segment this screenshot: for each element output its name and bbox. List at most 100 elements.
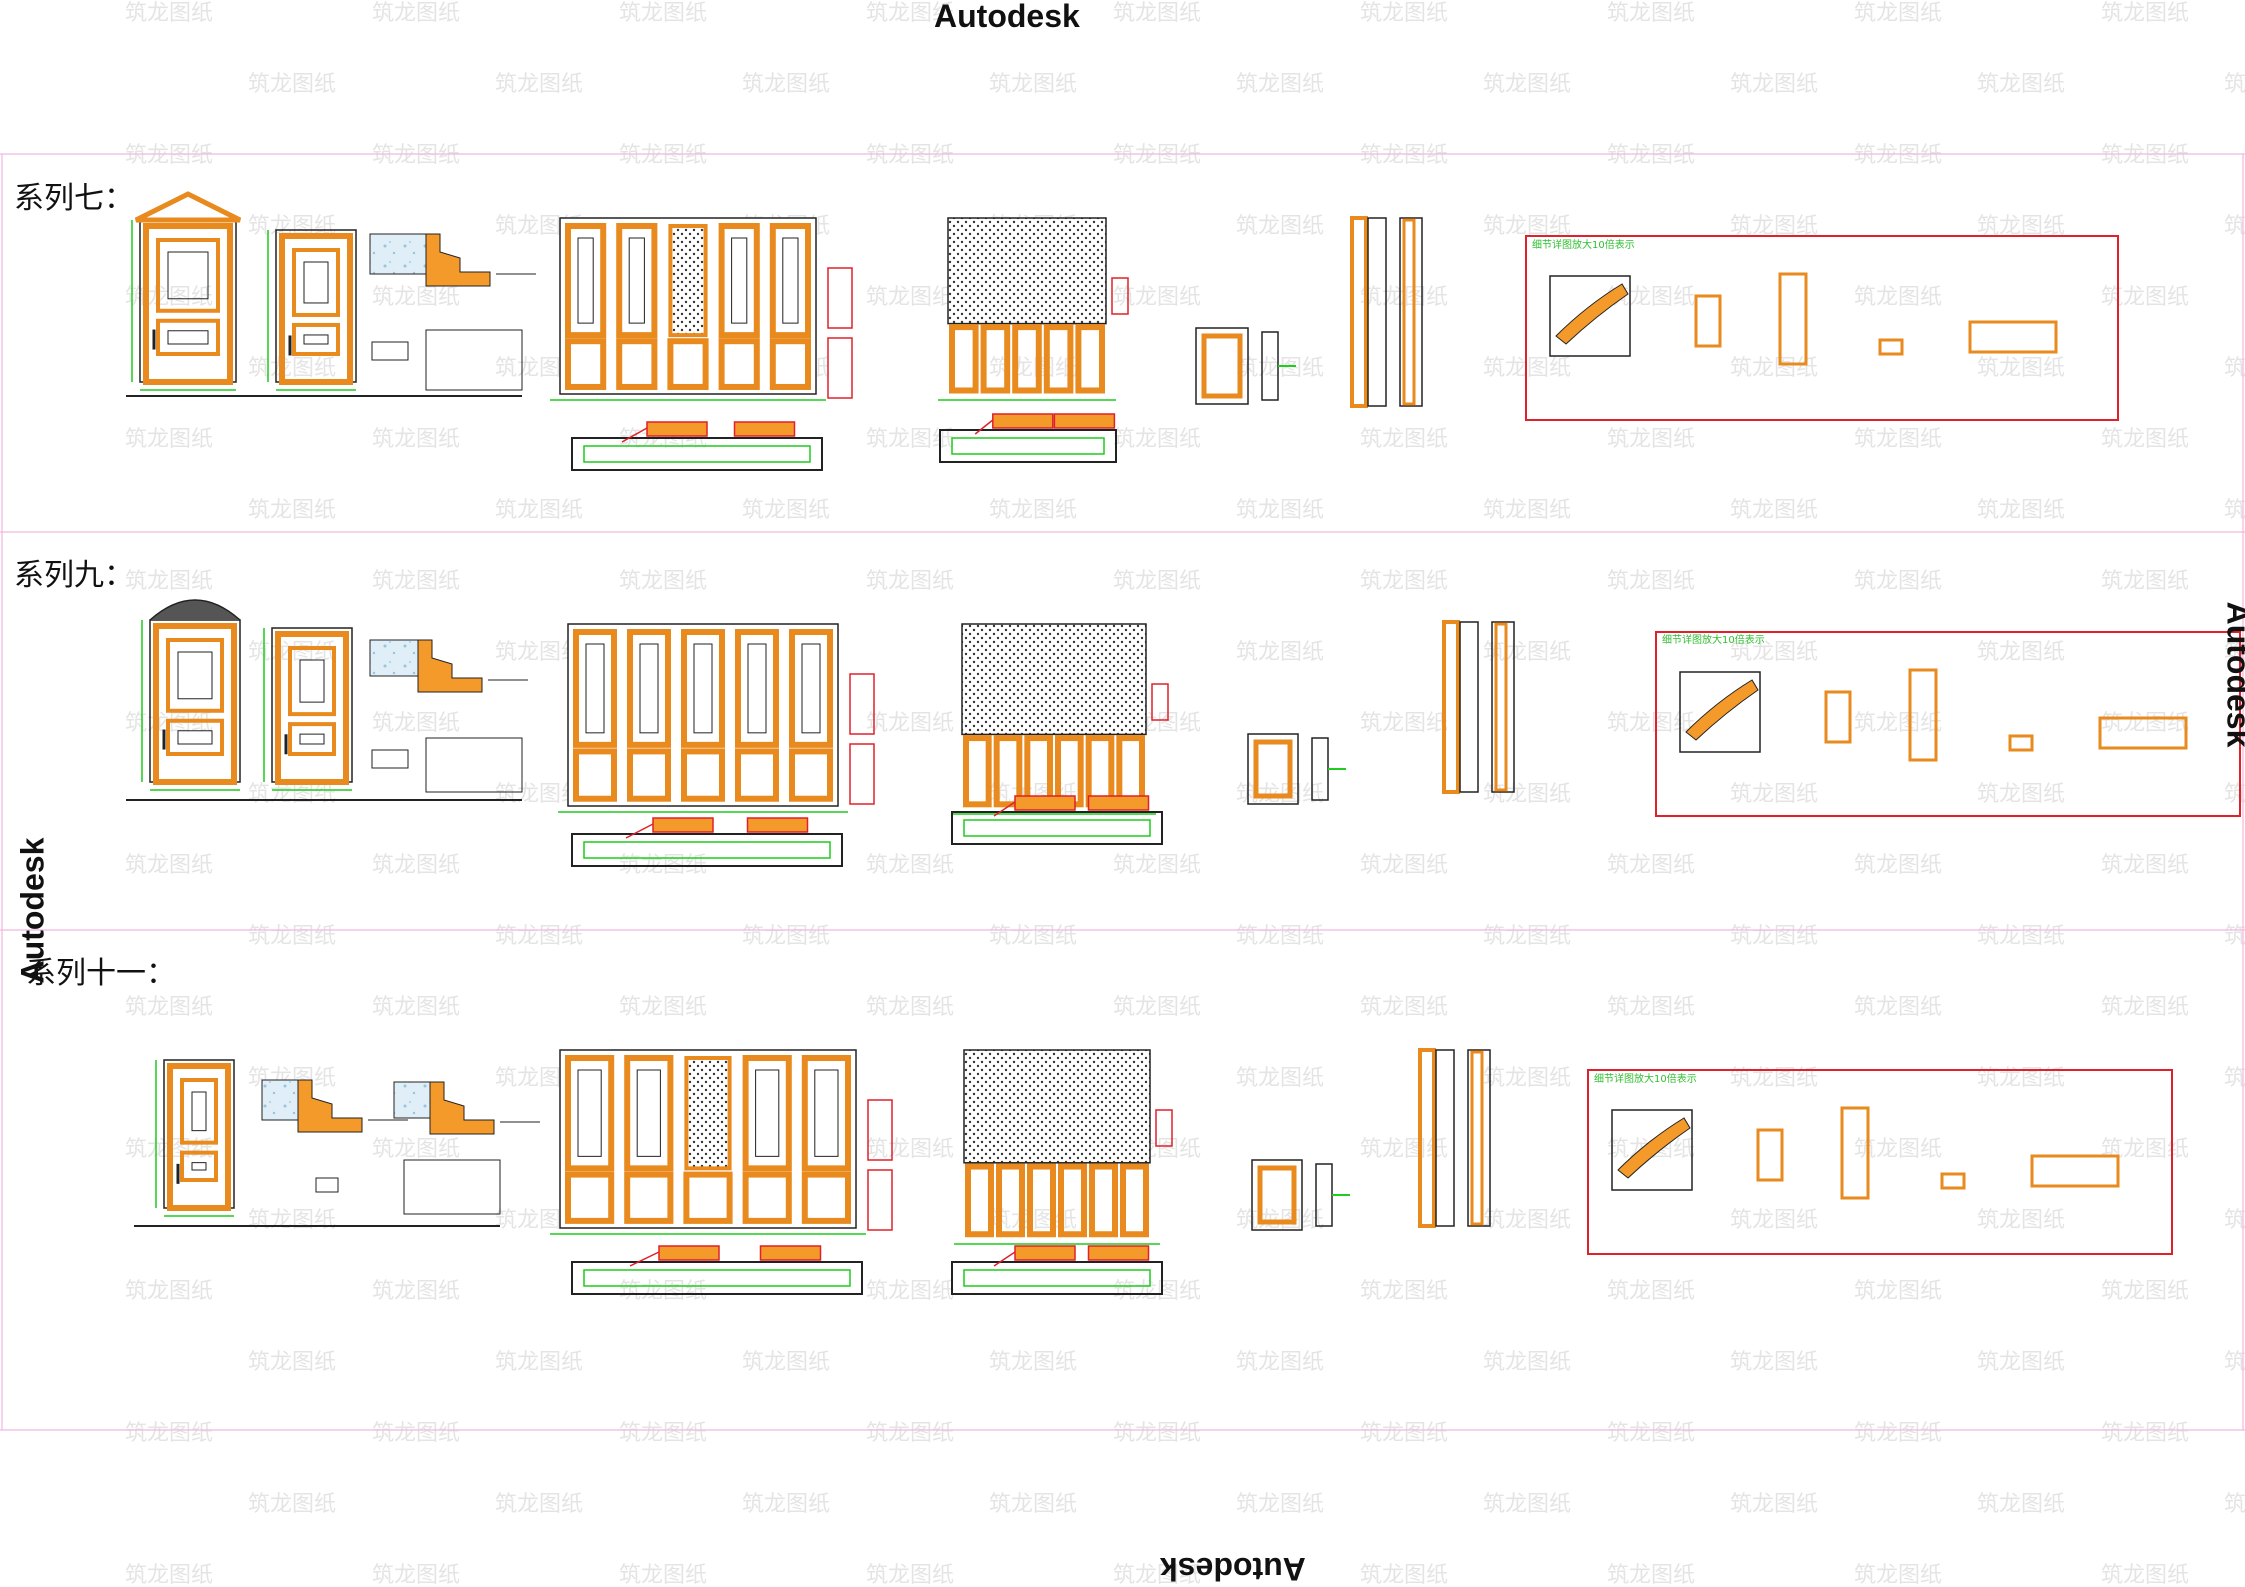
detail-profile <box>1694 294 1722 348</box>
wainscot-panel <box>1116 735 1146 808</box>
wall-upper-panel <box>565 1055 615 1172</box>
watermark-text: 筑龙图纸 <box>372 711 460 736</box>
watermark-text: 筑龙图纸 <box>2224 498 2245 523</box>
plan-callout <box>658 1245 720 1261</box>
watermark-text: 筑龙图纸 <box>1113 569 1201 594</box>
watermark-text: 筑龙图纸 <box>1360 143 1448 168</box>
detail-box-title-series-7: 细节详图放大10倍表示 <box>1532 240 1635 251</box>
door-upper-panel <box>156 238 220 313</box>
watermark-text: 筑龙图纸 <box>619 1279 707 1304</box>
watermark-text: 筑龙图纸 <box>1854 427 1942 452</box>
watermark-text: 筑龙图纸 <box>866 995 954 1020</box>
watermark-text: 筑龙图纸 <box>989 924 1077 949</box>
watermark-text: 筑龙图纸 <box>742 498 830 523</box>
wall-lower-panel <box>769 338 811 390</box>
watermark-text: 筑龙图纸 <box>1607 1563 1695 1587</box>
watermark-text: 筑龙图纸 <box>248 1350 336 1375</box>
door-frame <box>163 1059 235 1209</box>
wall-frame <box>567 623 839 807</box>
watermark-text: 筑龙图纸 <box>619 143 707 168</box>
detail-profile <box>1908 668 1938 762</box>
watermark-text: 筑龙图纸 <box>1113 1563 1201 1587</box>
wall-lower-panel <box>801 1171 851 1224</box>
watermark-text: 筑龙图纸 <box>248 356 336 381</box>
small-panel-frame <box>1247 733 1299 805</box>
watermark-text: 筑龙图纸 <box>495 1350 583 1375</box>
watermark-text: 筑龙图纸 <box>619 1421 707 1446</box>
watermark-text: 筑龙图纸 <box>1730 640 1818 665</box>
wainscot-panel <box>1027 1163 1056 1238</box>
watermark-text: 筑龙图纸 <box>866 285 954 310</box>
wall-upper-inset <box>628 237 645 324</box>
wall-hatch-panel <box>668 224 708 338</box>
watermark-text: 筑龙图纸 <box>1730 1208 1818 1233</box>
plan-callout <box>746 817 809 833</box>
wall-upper-inset <box>639 643 659 734</box>
watermark-text: 筑龙图纸 <box>248 924 336 949</box>
watermark-text: 筑龙图纸 <box>742 1492 830 1517</box>
watermark-text: 筑龙图纸 <box>1113 143 1201 168</box>
door-casing <box>279 233 353 385</box>
door-lower-inset <box>191 1162 207 1171</box>
watermark-text: 筑龙图纸 <box>2101 853 2189 878</box>
plan-callout <box>646 421 708 437</box>
watermark-text: 筑龙图纸 <box>372 1279 460 1304</box>
wall-upper-inset <box>585 643 605 734</box>
door-crest <box>149 599 241 621</box>
wall-upper-panel <box>769 223 811 339</box>
plan-callout <box>992 413 1054 429</box>
plan-callout <box>1087 1245 1150 1261</box>
watermark-text: 筑龙图纸 <box>1113 427 1201 452</box>
watermark-text: 筑龙图纸 <box>1730 782 1818 807</box>
wainscot-panel <box>1012 324 1042 394</box>
door-casing <box>153 623 237 785</box>
wall-plan-inner <box>963 819 1151 837</box>
series-seven-label: 系列七： <box>14 181 134 216</box>
watermark-text: 筑龙图纸 <box>1113 853 1201 878</box>
molding-wall <box>369 639 419 677</box>
watermark-text: 筑龙图纸 <box>989 1492 1077 1517</box>
watermark-text: 筑龙图纸 <box>1854 995 1942 1020</box>
pilaster-section <box>1467 1049 1491 1227</box>
wall-upper-inset <box>747 643 767 734</box>
pilaster-profile <box>1494 622 1508 792</box>
watermark-text: 筑龙图纸 <box>125 1279 213 1304</box>
watermark-text: 筑龙图纸 <box>495 498 583 523</box>
wainscot-panel <box>1089 1163 1118 1238</box>
detail-callout <box>827 337 853 399</box>
series-eleven-label: 系列十一： <box>26 956 176 991</box>
detail-base-profile <box>2030 1154 2120 1188</box>
watermark-text: 筑龙图纸 <box>372 143 460 168</box>
plan-leader <box>993 801 1016 817</box>
wall-upper-inset <box>577 1069 602 1157</box>
detail-profile <box>1840 1106 1870 1200</box>
watermark-text: 筑龙图纸 <box>989 72 1077 97</box>
plan-callout <box>1014 1245 1076 1261</box>
watermark-text: 筑龙图纸 <box>866 1421 954 1446</box>
watermark-text: 筑龙图纸 <box>1236 1066 1324 1091</box>
wall-lower-panel <box>627 748 671 802</box>
wainscot-panel <box>980 324 1011 394</box>
watermark-text: 筑龙图纸 <box>1730 924 1818 949</box>
watermark-text: 筑龙图纸 <box>2101 1421 2189 1446</box>
detail-callout <box>1151 683 1169 721</box>
detail-profile <box>1778 272 1808 366</box>
detail-callout <box>1155 1109 1173 1147</box>
molding-profile <box>429 1081 495 1135</box>
watermark-text: 筑龙图纸 <box>2224 1492 2245 1517</box>
detail-cornice-box <box>1679 671 1761 753</box>
pilaster-section <box>1399 217 1423 407</box>
watermark-text: 筑龙图纸 <box>248 72 336 97</box>
watermark-text: 筑龙图纸 <box>1854 1 1942 26</box>
wainscot-panel <box>993 735 1023 808</box>
watermark-text: 筑龙图纸 <box>742 72 830 97</box>
wainscot-panel <box>1075 324 1106 394</box>
watermark-text: 筑龙图纸 <box>1607 1 1695 26</box>
watermark-text: 筑龙图纸 <box>1113 1 1201 26</box>
detail-callout <box>849 673 875 735</box>
watermark-text: 筑龙图纸 <box>619 1563 707 1587</box>
watermark-text: 筑龙图纸 <box>2224 1208 2245 1233</box>
detail-box <box>1655 631 2241 817</box>
wall-plan-inner <box>583 841 831 859</box>
wall-upper-inset <box>755 1069 780 1157</box>
